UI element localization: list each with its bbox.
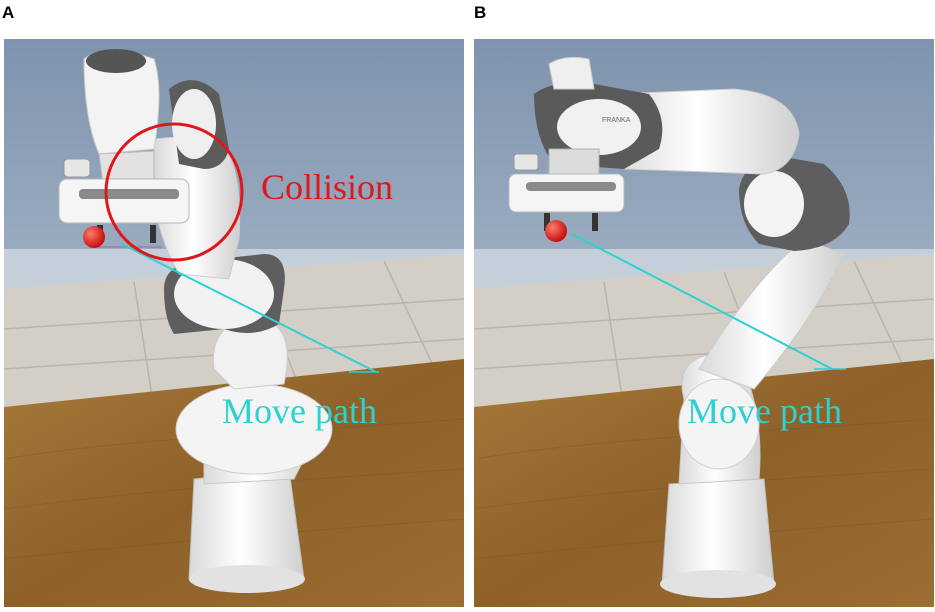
panel-b: FRANKA Move path — [474, 39, 934, 607]
brand-label: FRANKA — [602, 117, 631, 124]
move-path-line — [571, 233, 833, 370]
robot-arm-image: FRANKA — [508, 56, 850, 598]
collision-label: Collision — [261, 167, 393, 207]
panel-b-letter: B — [474, 3, 487, 22]
panel-a-scene: Collision Move path — [4, 39, 464, 607]
move-path-line — [121, 243, 377, 373]
panel-a-letter: A — [2, 3, 15, 22]
robot-arm-image — [58, 49, 333, 593]
target-ball — [545, 220, 567, 242]
collision-circle — [104, 122, 244, 262]
panel-b-scene: FRANKA Move path — [474, 39, 934, 607]
panel-a-path-label: Move path — [222, 391, 377, 431]
panel-b-path-label: Move path — [687, 391, 842, 431]
panel-a: Collision Move path — [4, 39, 464, 607]
target-ball — [83, 226, 105, 248]
